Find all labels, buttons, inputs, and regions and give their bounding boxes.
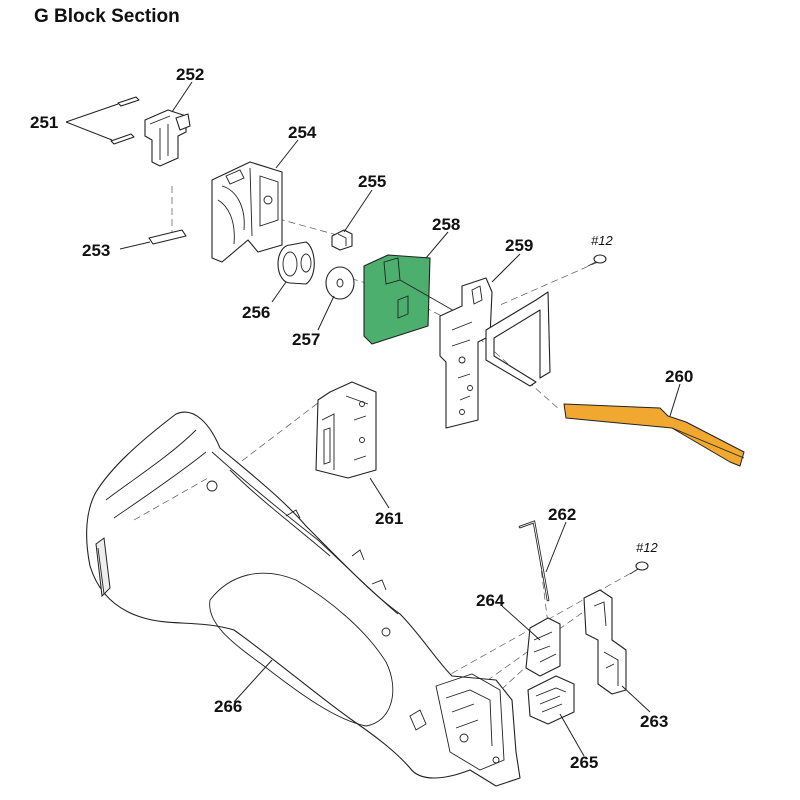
label-266: 266 bbox=[214, 697, 242, 716]
part-254-housing bbox=[211, 161, 283, 263]
page-title: G Block Section bbox=[34, 6, 180, 27]
label-252: 252 bbox=[176, 65, 204, 84]
label-261: 261 bbox=[375, 509, 403, 528]
screw-ref-lower: #12 bbox=[636, 540, 658, 555]
part-266-main-housing bbox=[86, 411, 521, 787]
label-258: 258 bbox=[432, 215, 460, 234]
part-252-bracket bbox=[144, 109, 191, 167]
part-255-clip bbox=[331, 229, 353, 251]
part-262-pin bbox=[518, 520, 550, 602]
label-254: 254 bbox=[288, 123, 317, 142]
part-264-switch bbox=[525, 617, 561, 677]
label-262: 262 bbox=[548, 505, 576, 524]
label-265: 265 bbox=[570, 753, 598, 772]
screw-ref-upper: #12 bbox=[591, 233, 613, 248]
label-260: 260 bbox=[665, 367, 693, 386]
part-260-flex-cable bbox=[563, 403, 745, 467]
part-258-circuit-board bbox=[363, 254, 471, 345]
part-265-switch bbox=[527, 675, 575, 725]
label-256: 256 bbox=[242, 303, 270, 322]
part-259-frame bbox=[439, 277, 551, 429]
part-263-side-cover bbox=[583, 589, 627, 695]
label-251: 251 bbox=[30, 113, 58, 132]
label-253: 253 bbox=[82, 241, 110, 260]
callout-labels: 251 252 253 254 255 256 257 258 259 260 … bbox=[30, 65, 693, 772]
screw-upper bbox=[587, 254, 607, 267]
part-253-strip bbox=[148, 229, 187, 245]
part-257-washer bbox=[325, 266, 355, 300]
part-256-knob bbox=[277, 241, 315, 285]
label-259: 259 bbox=[505, 236, 533, 255]
screw-lower bbox=[629, 561, 649, 575]
part-261-bracket bbox=[315, 381, 377, 479]
label-264: 264 bbox=[476, 591, 505, 610]
label-263: 263 bbox=[640, 712, 668, 731]
leader-lines bbox=[65, 81, 681, 757]
part-251-strips bbox=[110, 96, 140, 145]
label-255: 255 bbox=[358, 172, 386, 191]
label-257: 257 bbox=[292, 330, 320, 349]
